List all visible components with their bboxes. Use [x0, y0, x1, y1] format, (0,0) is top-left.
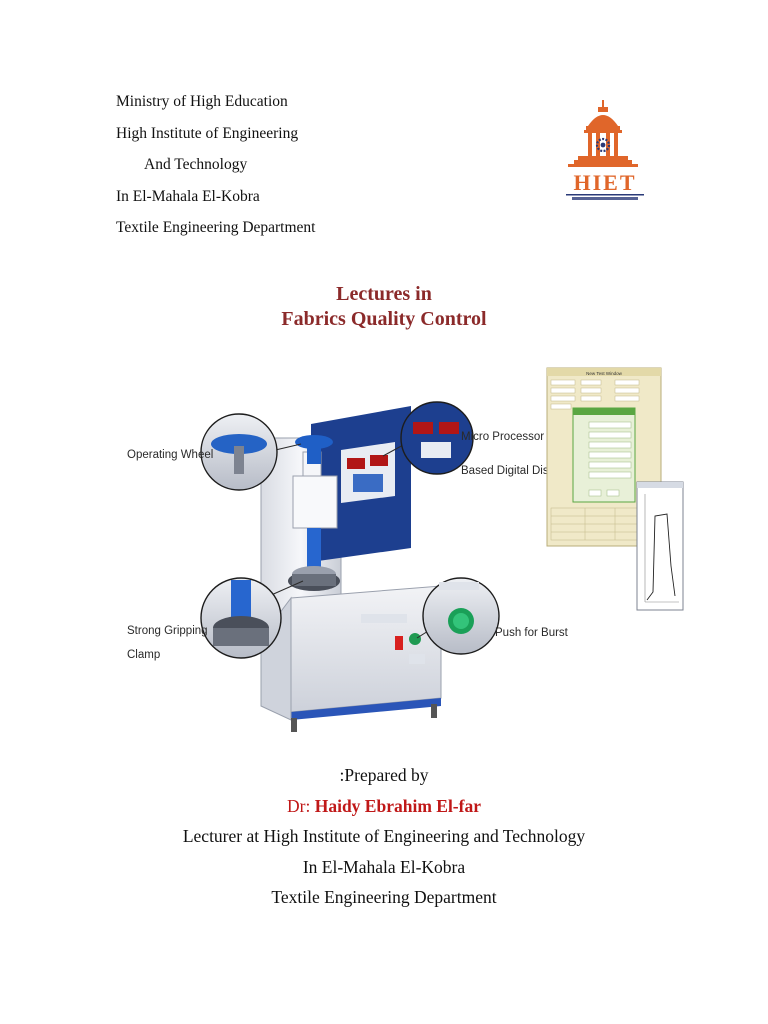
author-department-line: Textile Engineering Department [271, 887, 497, 907]
software-window: New Test Window [546, 367, 684, 611]
location-line: In El-Mahala El-Kobra [116, 187, 260, 205]
label-gripping-1: Strong Gripping [127, 625, 208, 637]
label-micro-processor-2: Based Digital Display [461, 465, 570, 477]
lecturer-line: Lecturer at High Institute of Engineerin… [182, 826, 586, 846]
author-line: Dr: Haidy Ebrahim El-far [0, 791, 768, 822]
lecture-title: Lectures in Fabrics Quality Control [0, 282, 768, 332]
dr-prefix: Dr: [287, 795, 315, 816]
logo-text: HIET [573, 170, 636, 195]
institution-block: Ministry of High Education High Institut… [116, 86, 315, 244]
label-operating-wheel: Operating Wheel [127, 449, 213, 461]
hiet-logo: HIET [566, 100, 644, 200]
prepared-label: :Prepared by [339, 765, 429, 785]
label-push-burst: Push for Burst [495, 627, 569, 639]
ministry-line: Ministry of High Education [116, 93, 288, 110]
prepared-block: :Prepared by Dr: Haidy Ebrahim El-far Le… [0, 760, 768, 913]
title-line-2: Fabrics Quality Control [281, 308, 487, 330]
technology-line: And Technology [144, 156, 248, 174]
author-name: Haidy Ebrahim El-far [314, 795, 481, 816]
software-title: New Test Window [586, 371, 622, 376]
label-micro-processor-1: Micro Processor [461, 431, 544, 443]
institute-line: High Institute of Engineering [116, 124, 299, 142]
department-line: Textile Engineering Department [116, 219, 316, 237]
burst-tester-photo: Operating Wheel Micro Processor Based Di… [127, 367, 684, 732]
author-location-line: In El-Mahala El-Kobra [302, 856, 466, 877]
label-gripping-2: Clamp [127, 649, 160, 661]
title-line-1: Lectures in [336, 283, 432, 305]
